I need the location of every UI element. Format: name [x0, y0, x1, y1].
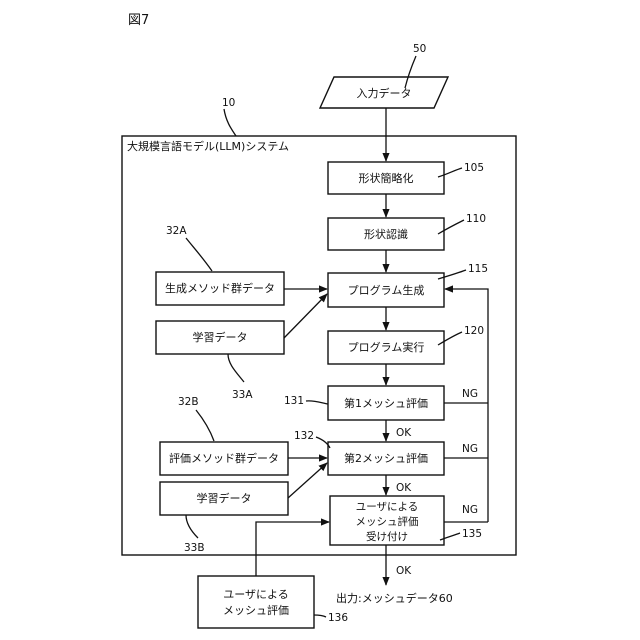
- arrow-user-eval-to-accept: [256, 522, 329, 576]
- step-execute-ref: 120: [464, 325, 484, 337]
- eval-methods-ref: 32B: [178, 396, 199, 408]
- step-generate-label: プログラム生成: [348, 283, 425, 297]
- learn-b-ref: 33B: [184, 542, 205, 554]
- eval-methods-label: 評価メソッド群データ: [169, 451, 279, 465]
- step-eval2-ref: 132: [294, 430, 314, 442]
- system-ref: 10: [222, 97, 235, 109]
- learn-a-leader: [228, 354, 244, 382]
- figure-label: 図7: [128, 13, 149, 28]
- system-title: 大規模言語モデル(LLM)システム: [127, 139, 289, 153]
- gen-methods-leader: [186, 238, 212, 271]
- ok-label-accept: OK: [396, 565, 412, 577]
- step-accept-line3: 受け付け: [366, 530, 408, 543]
- step-accept-line2: メッシュ評価: [356, 515, 419, 528]
- ng-feedback-loop: [445, 289, 488, 522]
- step-generate-ref: 115: [468, 263, 488, 275]
- user-eval-line2: メッシュ評価: [223, 603, 289, 617]
- step-eval1-label: 第1メッシュ評価: [344, 396, 428, 410]
- input-ref: 50: [413, 43, 426, 55]
- ng-label-eval2: NG: [462, 443, 478, 455]
- user-eval-leader: [314, 615, 326, 617]
- user-eval-line1: ユーザによる: [223, 588, 288, 601]
- learn-b-leader: [186, 515, 198, 538]
- output-label: 出力:メッシュデータ60: [336, 591, 453, 605]
- eval-methods-leader: [196, 410, 214, 441]
- user-eval-box: [198, 576, 314, 628]
- step-eval1-ref: 131: [284, 395, 304, 407]
- system-ref-leader: [224, 109, 236, 136]
- ng-label-accept: NG: [462, 504, 478, 516]
- learn-b-label: 学習データ: [197, 491, 252, 505]
- step-recognize-label: 形状認識: [364, 227, 408, 241]
- step-accept-line1: ユーザによる: [356, 501, 418, 513]
- step-execute-label: プログラム実行: [348, 340, 425, 354]
- arrow-learn-a-to-generate: [284, 294, 327, 338]
- learn-a-ref: 33A: [232, 389, 253, 401]
- ok-label-eval1: OK: [396, 427, 412, 439]
- step-simplify-ref: 105: [464, 162, 484, 174]
- step-recognize-ref: 110: [466, 213, 486, 225]
- step-accept-ref: 135: [462, 528, 482, 540]
- arrow-learn-b-to-eval2: [288, 463, 327, 498]
- learn-a-label: 学習データ: [193, 330, 248, 344]
- gen-methods-label: 生成メソッド群データ: [165, 281, 275, 295]
- input-data-label: 入力データ: [357, 86, 412, 100]
- ok-label-eval2: OK: [396, 482, 412, 494]
- step-eval1-leader: [306, 401, 328, 404]
- step-simplify-label: 形状簡略化: [359, 171, 414, 185]
- gen-methods-ref: 32A: [166, 225, 187, 237]
- user-eval-ref: 136: [328, 612, 348, 624]
- ng-label-eval1: NG: [462, 388, 478, 400]
- step-eval2-label: 第2メッシュ評価: [344, 451, 428, 465]
